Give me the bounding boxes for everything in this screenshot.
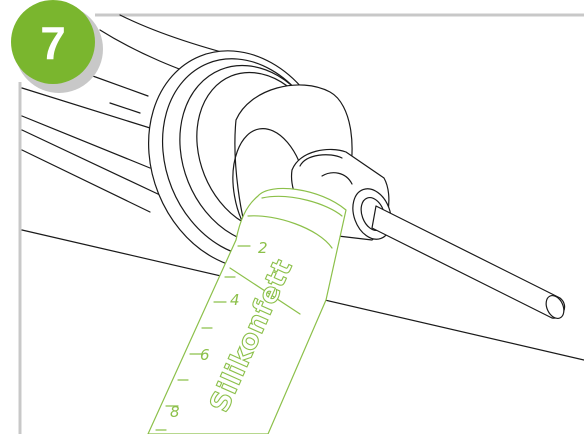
- scale-mark-2: 2: [258, 239, 268, 257]
- rod: [371, 205, 566, 319]
- panel-frame: [18, 13, 584, 434]
- scale-mark-8: 8: [170, 403, 180, 421]
- step-badge: 7: [11, 0, 103, 93]
- step-number: 7: [40, 17, 66, 69]
- silicone-tube: [147, 187, 347, 434]
- scale-mark-6: 6: [200, 346, 210, 364]
- scale-mark-4: 4: [230, 291, 240, 309]
